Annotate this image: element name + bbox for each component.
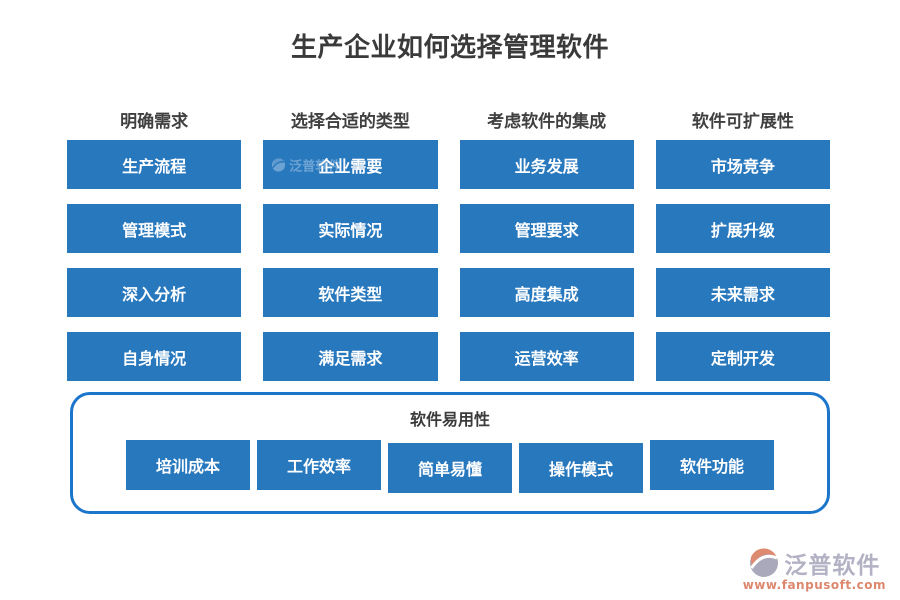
flow-column-type: 选择合适的类型 泛普软件 企业需要 实际情况 软件类型 满足需求 — [263, 98, 438, 396]
panel-box: 工作效率 — [257, 440, 381, 490]
flow-box: 业务发展 — [459, 140, 634, 189]
flow-column-integration: 考虑软件的集成 业务发展 管理要求 高度集成 运营效率 — [459, 98, 634, 396]
column-header: 软件可扩展性 — [691, 111, 794, 132]
flow-box-label: 企业需要 — [318, 156, 383, 176]
flow-box: 运营效率 — [459, 332, 634, 381]
flow-box: 扩展升级 — [655, 204, 830, 253]
brand-name: 泛普软件 — [784, 553, 881, 579]
flow-box: 软件类型 — [263, 268, 438, 317]
flow-column-requirements: 明确需求 生产流程 管理模式 深入分析 自身情况 — [67, 98, 242, 396]
panel-row: 培训成本 工作效率 简单易懂 操作模式 软件功能 — [73, 440, 827, 493]
flow-box: 管理要求 — [459, 204, 634, 253]
brand-top: 泛普软件 — [748, 546, 880, 580]
fanpu-logo-icon — [750, 548, 779, 577]
flow-box: 管理模式 — [67, 204, 242, 253]
flow-box: 自身情况 — [67, 332, 242, 381]
panel-title: 软件易用性 — [409, 410, 490, 429]
flow-grid: 明确需求 生产流程 管理模式 深入分析 自身情况 选择合适的类型 泛普软件 企业… — [67, 98, 830, 396]
flow-box: 高度集成 — [459, 268, 634, 317]
flow-box: 生产流程 — [67, 140, 242, 189]
column-header: 选择合适的类型 — [290, 111, 410, 132]
panel-box: 简单易懂 — [388, 443, 512, 493]
panel-box: 培训成本 — [126, 440, 250, 490]
flow-box: 泛普软件 企业需要 — [263, 140, 438, 189]
panel-box: 操作模式 — [519, 443, 643, 493]
flow-box: 实际情况 — [263, 204, 438, 253]
flow-box: 市场竞争 — [655, 140, 830, 189]
flow-box: 深入分析 — [67, 268, 242, 317]
column-header: 考虑软件的集成 — [487, 111, 607, 132]
panel-box: 软件功能 — [650, 440, 774, 490]
brand-url: www.fanpusoft.com — [742, 578, 886, 592]
usability-panel: 软件易用性 培训成本 工作效率 简单易懂 操作模式 软件功能 — [70, 392, 830, 514]
fanpu-logo-icon — [272, 157, 286, 172]
flow-column-scalability: 软件可扩展性 市场竞争 扩展升级 未来需求 定制开发 — [655, 98, 830, 396]
column-header: 明确需求 — [120, 111, 189, 132]
brand-watermark: 泛普软件 www.fanpusoft.com — [743, 546, 886, 592]
flow-box: 未来需求 — [655, 268, 830, 317]
flow-box: 定制开发 — [655, 332, 830, 381]
page-title: 生产企业如何选择管理软件 — [290, 33, 609, 63]
flow-box: 满足需求 — [263, 332, 438, 381]
